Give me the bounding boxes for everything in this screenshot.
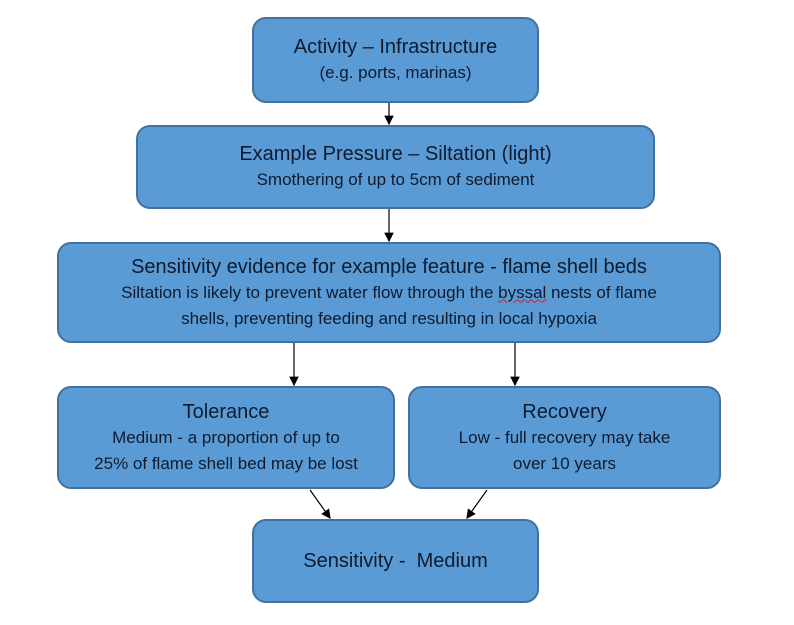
evidence-text: nests of flame [546,282,657,302]
tolerance-line2: 25% of flame shell bed may be lost [94,453,358,473]
pressure-subtitle: Smothering of up to 5cm of sediment [256,170,535,189]
arrow-tolerance-to-sensitivity [309,489,331,519]
evidence-line2: shells, preventing feeding and resulting… [181,308,597,328]
sensitivity-box: Sensitivity - Medium [252,519,539,603]
activity-title: Activity – Infrastructure [293,36,498,58]
evidence-title: Sensitivity evidence for example feature… [131,255,647,278]
recovery-title: Recovery [522,400,607,423]
spellcheck-flagged-word: byssal [498,282,547,302]
pressure-box: Example Pressure – Siltation (light) Smo… [136,125,655,209]
sensitivity-title: Sensitivity - Medium [303,550,488,572]
evidence-text: Siltation is likely to prevent water flo… [121,282,499,302]
arrow-recovery-to-sensitivity [466,489,488,519]
evidence-box: Sensitivity evidence for example feature… [57,242,721,343]
activity-subtitle: (e.g. ports, marinas) [319,63,472,82]
tolerance-box: Tolerance Medium - a proportion of up to… [57,386,395,489]
recovery-box: Recovery Low - full recovery may take ov… [408,386,721,489]
evidence-line1: Siltation is likely to prevent water flo… [121,280,657,306]
pressure-title: Example Pressure – Siltation (light) [239,143,552,165]
recovery-line1: Low - full recovery may take [458,427,671,447]
activity-box: Activity – Infrastructure (e.g. ports, m… [252,17,539,103]
tolerance-title: Tolerance [182,400,270,423]
tolerance-line1: Medium - a proportion of up to [112,427,340,447]
recovery-line2: over 10 years [513,453,616,473]
